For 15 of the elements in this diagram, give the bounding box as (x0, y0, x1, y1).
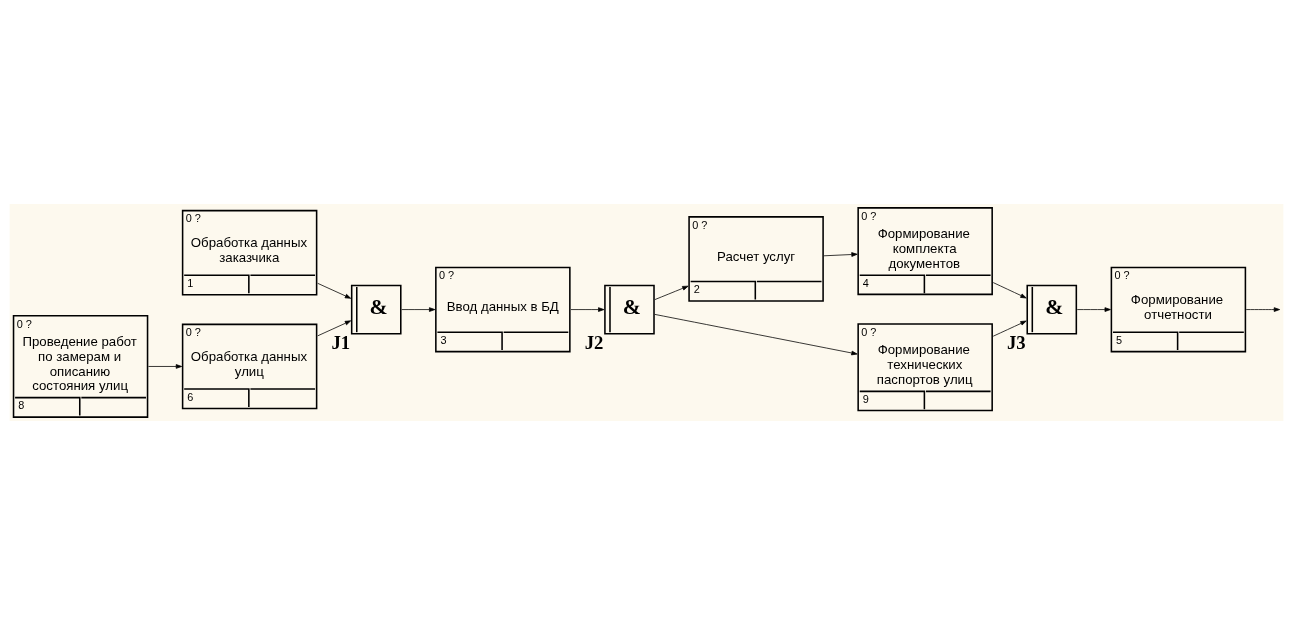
arrow (401, 306, 436, 312)
arrow (317, 282, 352, 299)
arrow (570, 306, 605, 312)
arrow (148, 363, 183, 369)
arrow (992, 320, 1027, 337)
node-label: J2 (584, 331, 604, 353)
arrow (992, 281, 1027, 298)
arrow (654, 285, 689, 300)
arrow (1076, 306, 1111, 312)
node-label: J1 (331, 331, 351, 353)
node-label: J3 (1006, 331, 1026, 353)
arrow (654, 313, 858, 355)
arrow (1245, 306, 1281, 312)
arrow (317, 319, 352, 336)
arrow (823, 251, 858, 257)
